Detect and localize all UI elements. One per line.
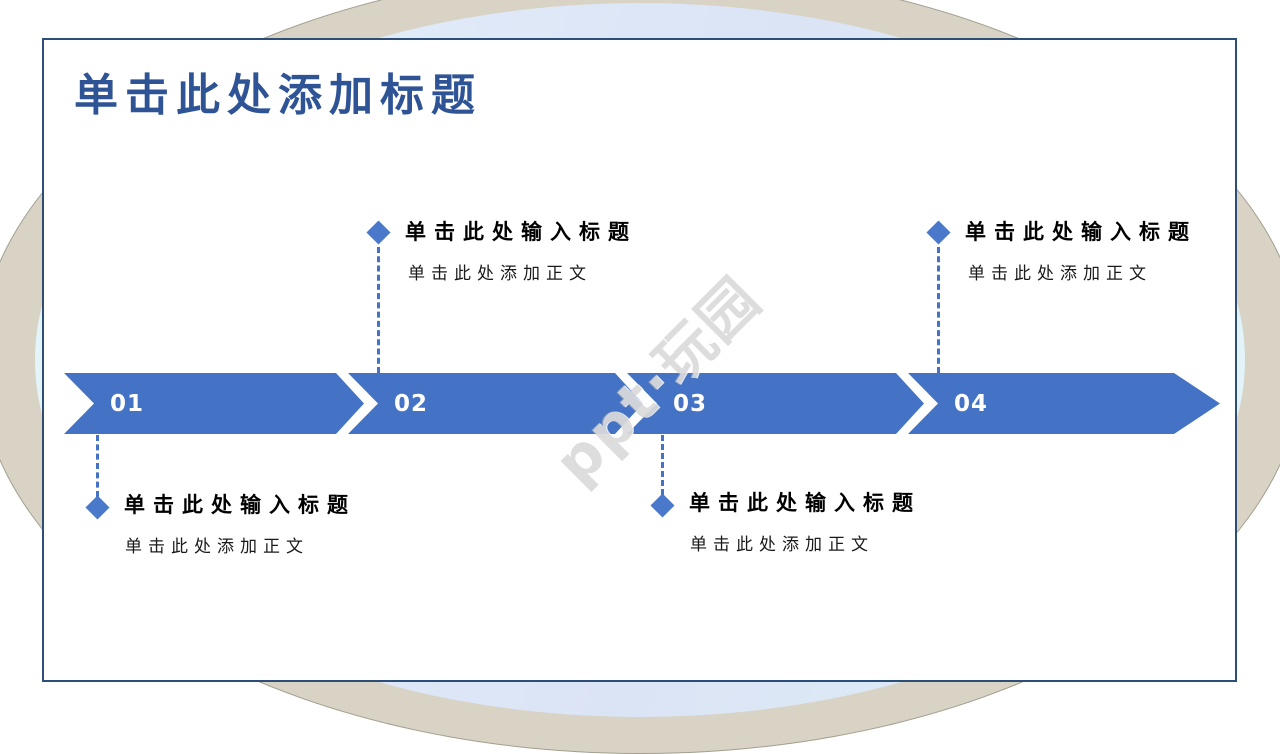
dashed-connector-step2 (377, 247, 380, 373)
timeline-segment-3: 03 (627, 373, 924, 434)
step2-title-placeholder[interactable]: 单击此处输入标题 (405, 220, 637, 244)
step-number-1: 01 (110, 390, 145, 417)
step3-body-placeholder[interactable]: 单击此处添加正文 (690, 535, 874, 554)
step3-title-placeholder[interactable]: 单击此处输入标题 (689, 491, 921, 515)
step4-title-placeholder[interactable]: 单击此处输入标题 (965, 220, 1197, 244)
step2-body-placeholder[interactable]: 单击此处添加正文 (408, 264, 592, 283)
slide-title-placeholder[interactable]: 单击此处添加标题 (74, 71, 482, 120)
step-number-2: 02 (394, 390, 429, 417)
diamond-bullet-step4 (926, 220, 951, 245)
step1-title-placeholder[interactable]: 单击此处输入标题 (124, 493, 356, 517)
slide: 单击此处添加标题 01 02 03 04 单击此处输入标题 单击此处添加正文 单… (42, 38, 1237, 682)
timeline-segment-2: 02 (348, 373, 643, 434)
step1-body-placeholder[interactable]: 单击此处添加正文 (125, 537, 309, 556)
step-number-3: 03 (673, 390, 708, 417)
diamond-bullet-step3 (650, 493, 675, 518)
diamond-bullet-step2 (366, 220, 391, 245)
timeline-segment-1: 01 (64, 373, 364, 434)
dashed-connector-step1 (96, 435, 99, 497)
dashed-connector-step3 (661, 435, 664, 495)
diamond-bullet-step1 (85, 495, 110, 520)
step-number-4: 04 (954, 390, 989, 417)
timeline-segment-4: 04 (908, 373, 1220, 434)
dashed-connector-step4 (937, 247, 940, 373)
step4-body-placeholder[interactable]: 单击此处添加正文 (968, 264, 1152, 283)
